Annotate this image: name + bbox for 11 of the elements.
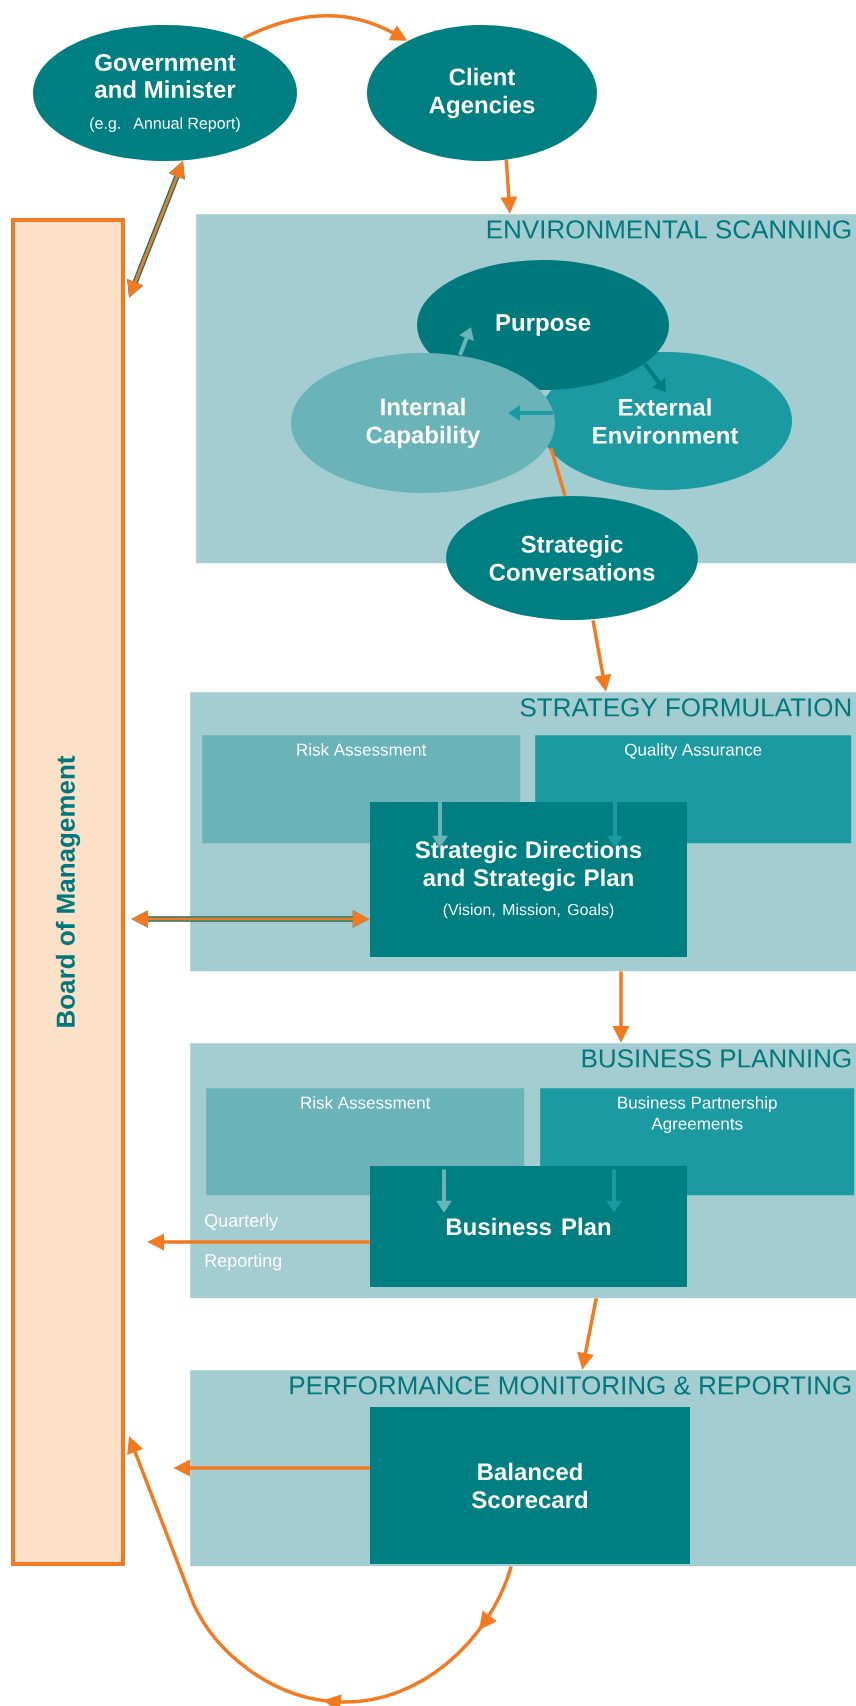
ellipse-node: Client Agencies	[367, 25, 597, 161]
ellipse-node: Internal Capability	[291, 353, 555, 493]
ellipse-node: Purpose	[417, 260, 669, 390]
process-box: Business Plan	[370, 1166, 687, 1287]
process-box: Strategic Directions and Strategic Plan (Vision, Mission, Goals)	[370, 802, 687, 957]
process-box: Balanced Scorecard	[370, 1407, 690, 1564]
ellipse-node: Government and Minister (e.g. Annual Report)	[33, 25, 297, 161]
ellipse-node: Strategic Conversations	[446, 496, 698, 620]
board-bar: Board of Management	[11, 218, 125, 1566]
edge-label: Quarterly Reporting	[205, 1213, 282, 1271]
arrow	[643, 362, 666, 392]
